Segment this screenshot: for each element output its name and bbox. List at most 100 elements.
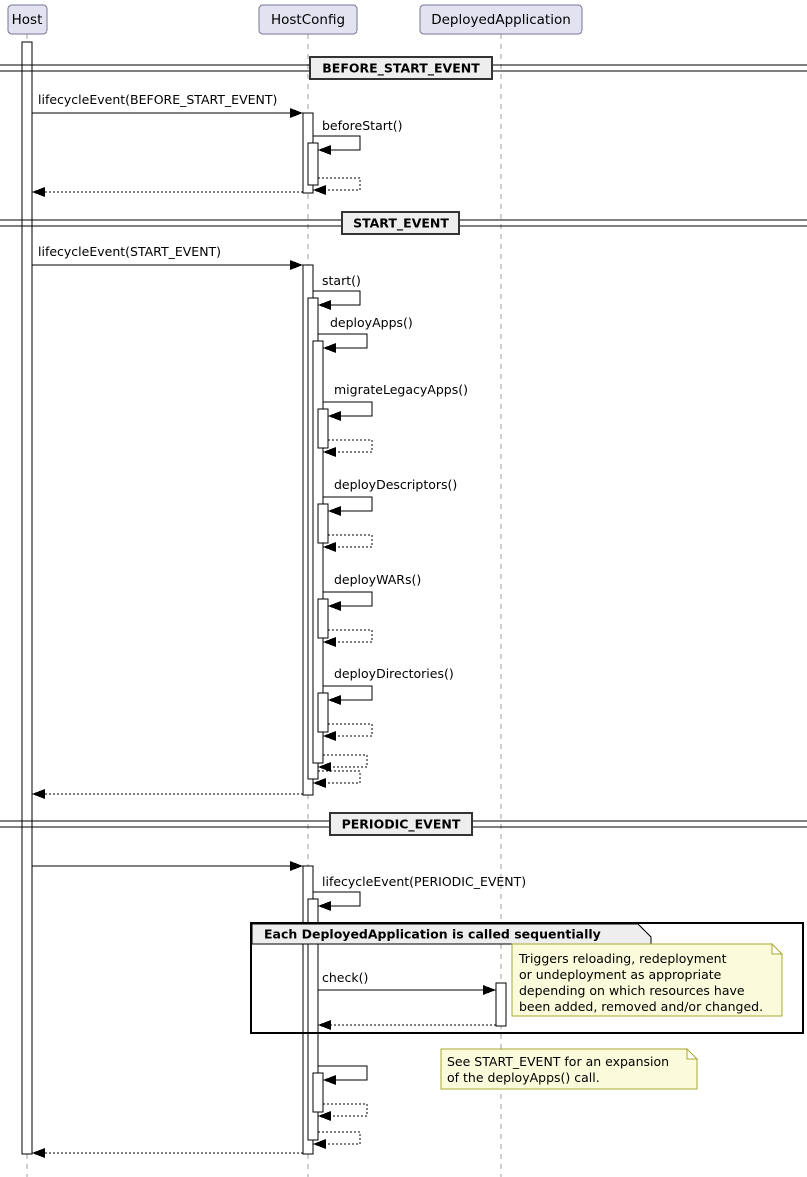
activation-hostconfig-deployapps-periodic	[312, 1072, 324, 1113]
msg-before-start-arrowhead	[318, 145, 331, 155]
msg-deploydescriptors-arrowhead	[328, 506, 341, 516]
msg-deploydirectories-arrowhead	[328, 695, 341, 705]
msg-before-start-reply-arrowhead	[32, 187, 45, 197]
msg-deployapps-return-arrowhead	[318, 762, 331, 772]
group-each-deployed-application-header	[251, 923, 652, 945]
msg-check-arrowhead	[318, 901, 331, 911]
note-checkresources-line-2: or undeployment as appropriate	[519, 967, 722, 982]
msg-deploydescriptors-line	[323, 496, 373, 512]
activation-hostconfig-deploywars	[317, 598, 329, 639]
participant-deployedapplication[interactable]: DeployedApplication	[419, 4, 583, 35]
msg-start-label: start()	[322, 273, 361, 288]
msg-before-start-line	[313, 135, 361, 151]
participants-layer: Host HostConfig DeployedApplication	[7, 4, 583, 35]
msg-start-return-arrowhead	[313, 778, 326, 788]
msg-deploywars-return-line	[328, 629, 373, 643]
msg-before-start-return-line	[318, 177, 361, 191]
participant-deployedapplication-label: DeployedApplication	[431, 12, 571, 28]
msg-lifecycle-start-arrowhead	[290, 260, 303, 270]
participant-hostconfig-label: HostConfig	[271, 12, 345, 28]
section-periodic-event: lifecycleEvent(PERIODIC_EVENT)	[32, 861, 526, 1155]
note-deployapps-line-1: See START_EVENT for an expansion	[447, 1054, 669, 1069]
msg-before-start-label: beforeStart()	[322, 118, 403, 133]
note-deployapps-fold	[686, 1047, 699, 1060]
divider-periodic-event-label: PERIODIC_EVENT	[342, 817, 461, 833]
participant-host-box[interactable]	[7, 4, 48, 35]
participant-host-label: Host	[12, 12, 43, 28]
msg-start-arrowhead	[318, 300, 331, 310]
section-before-start-event: lifecycleEvent(BEFORE_START_EVENT) befor…	[32, 92, 403, 197]
msg-migratelegacyapps-arrowhead	[328, 411, 341, 421]
msg-deployapps-label: deployApps()	[330, 315, 413, 330]
msg-check-return-arrowhead	[313, 1139, 326, 1149]
msg-deployapps-periodic-arrowhead	[323, 1075, 336, 1085]
msg-deployapps-periodic-line	[318, 1065, 368, 1081]
msg-lifecycle-start-label: lifecycleEvent(START_EVENT)	[38, 244, 221, 259]
note-checkresources-line-3: depending on which resources have	[519, 983, 745, 998]
msg-checkresources-arrowhead	[483, 985, 496, 995]
msg-deployapps-return-line	[323, 754, 368, 768]
msg-before-start-return-arrowhead	[313, 185, 326, 195]
participant-deployedapplication-box[interactable]	[419, 4, 583, 35]
group-each-deployed-application: Each DeployedApplication is called seque…	[250, 922, 804, 1034]
msg-migratelegacyapps-line	[323, 401, 373, 417]
note-checkresources-line-1: Triggers reloading, redeployment	[518, 951, 727, 966]
activation-hostconfig-check	[307, 898, 319, 1141]
msg-deploydirectories-line	[323, 685, 373, 701]
msg-check-return-line	[318, 1131, 361, 1145]
msg-start-reply-arrowhead	[32, 789, 45, 799]
note-deployapps: See START_EVENT for an expansion of the …	[440, 1047, 699, 1090]
note-checkresources-fold	[771, 942, 784, 955]
group-each-deployed-application-label: Each DeployedApplication is called seque…	[264, 927, 601, 942]
msg-deploywars-return-arrowhead	[323, 637, 336, 647]
divider-start-event-label: START_EVENT	[353, 216, 449, 232]
msg-deploywars-line	[323, 591, 373, 607]
note-deployapps-line-2: of the deployApps() call.	[447, 1070, 600, 1085]
msg-lifecycle-before-start-label: lifecycleEvent(BEFORE_START_EVENT)	[38, 92, 277, 107]
participant-host[interactable]: Host	[7, 4, 48, 35]
section-start-event: lifecycleEvent(START_EVENT) start() depl…	[32, 244, 468, 799]
msg-deploydescriptors-label: deployDescriptors()	[334, 477, 457, 492]
note-checkresources: Triggers reloading, redeployment or unde…	[511, 942, 784, 1017]
msg-lifecycle-before-start-arrowhead	[290, 108, 303, 118]
activation-hostconfig-deployapps	[312, 340, 324, 764]
msg-migratelegacyapps-return-arrowhead	[323, 447, 336, 457]
msg-deploydescriptors-return-line	[328, 534, 373, 548]
msg-deployapps-periodic-return-line	[323, 1103, 368, 1117]
participant-hostconfig[interactable]: HostConfig	[258, 4, 358, 35]
msg-deployapps-arrowhead	[323, 343, 336, 353]
participant-hostconfig-box[interactable]	[258, 4, 358, 35]
divider-periodic-event: PERIODIC_EVENT	[0, 812, 807, 836]
section-deployapps-periodic	[32, 1065, 368, 1158]
msg-deploydescriptors-return-arrowhead	[323, 542, 336, 552]
msg-check-line	[313, 891, 361, 907]
msg-deploydirectories-label: deployDirectories()	[334, 666, 454, 681]
msg-checkresources-return-arrowhead	[318, 1020, 331, 1030]
note-checkresources-body	[511, 943, 783, 1017]
msg-deployapps-periodic-return-arrowhead	[318, 1111, 331, 1121]
msg-lifecycle-periodic-arrowhead	[290, 861, 303, 871]
msg-deployapps-line	[318, 333, 368, 349]
note-checkresources-line-4: been added, removed and/or changed.	[519, 999, 763, 1014]
activation-hostconfig-migratelegacy	[317, 408, 329, 449]
note-deployapps-body	[440, 1048, 698, 1090]
activation-host-main	[21, 41, 33, 1155]
msg-deploywars-label: deployWARs()	[334, 572, 421, 587]
divider-before-start-event-label: BEFORE_START_EVENT	[322, 61, 480, 77]
group-each-deployed-application-frame	[250, 922, 804, 1034]
section-check-resources: check()	[318, 970, 507, 1030]
msg-deploydirectories-return-arrowhead	[323, 731, 336, 741]
divider-before-start-event: BEFORE_START_EVENT	[0, 56, 807, 80]
msg-start-line	[313, 290, 361, 306]
msg-deploywars-arrowhead	[328, 601, 341, 611]
activation-hostconfig-before-start-self	[307, 142, 319, 186]
activation-hostconfig-deploydescriptors	[317, 503, 329, 544]
msg-migratelegacyapps-label: migrateLegacyApps()	[334, 382, 468, 397]
msg-periodic-reply-arrowhead	[32, 1148, 45, 1158]
msg-check-label: lifecycleEvent(PERIODIC_EVENT)	[322, 874, 526, 889]
divider-start-event: START_EVENT	[0, 211, 807, 235]
msg-start-return-line	[318, 770, 361, 784]
msg-checkresources-label: check()	[322, 970, 368, 985]
